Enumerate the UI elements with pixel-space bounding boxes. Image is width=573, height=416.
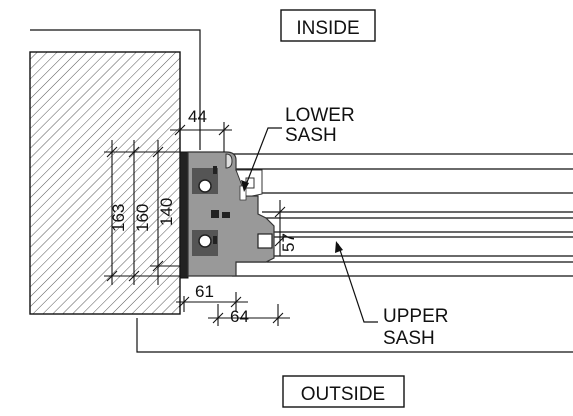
dim-163: 163 bbox=[109, 204, 128, 232]
inside-label: INSIDE bbox=[296, 18, 359, 39]
dimension-lines bbox=[104, 122, 290, 326]
outside-label-group: OUTSIDE bbox=[282, 375, 405, 408]
lower-sash-label-line1: LOWER bbox=[285, 105, 355, 126]
upper-sash-label-line1: UPPER bbox=[383, 306, 448, 327]
outside-label: OUTSIDE bbox=[301, 384, 385, 405]
leader-lines bbox=[241, 127, 378, 323]
dim-64: 64 bbox=[230, 307, 249, 326]
dim-44: 44 bbox=[188, 107, 207, 126]
dim-61: 61 bbox=[195, 282, 214, 301]
wall-section bbox=[29, 51, 181, 315]
lower-sash-label-line2: SASH bbox=[285, 125, 337, 146]
dim-140: 140 bbox=[157, 198, 176, 226]
outline-lines bbox=[30, 29, 573, 353]
upper-sash-label-line2: SASH bbox=[383, 328, 435, 349]
dim-57: 57 bbox=[279, 233, 298, 252]
sash-rails bbox=[232, 153, 573, 277]
frame-profile bbox=[179, 151, 275, 279]
dim-160: 160 bbox=[133, 204, 152, 232]
inside-label-group: INSIDE bbox=[280, 9, 376, 42]
